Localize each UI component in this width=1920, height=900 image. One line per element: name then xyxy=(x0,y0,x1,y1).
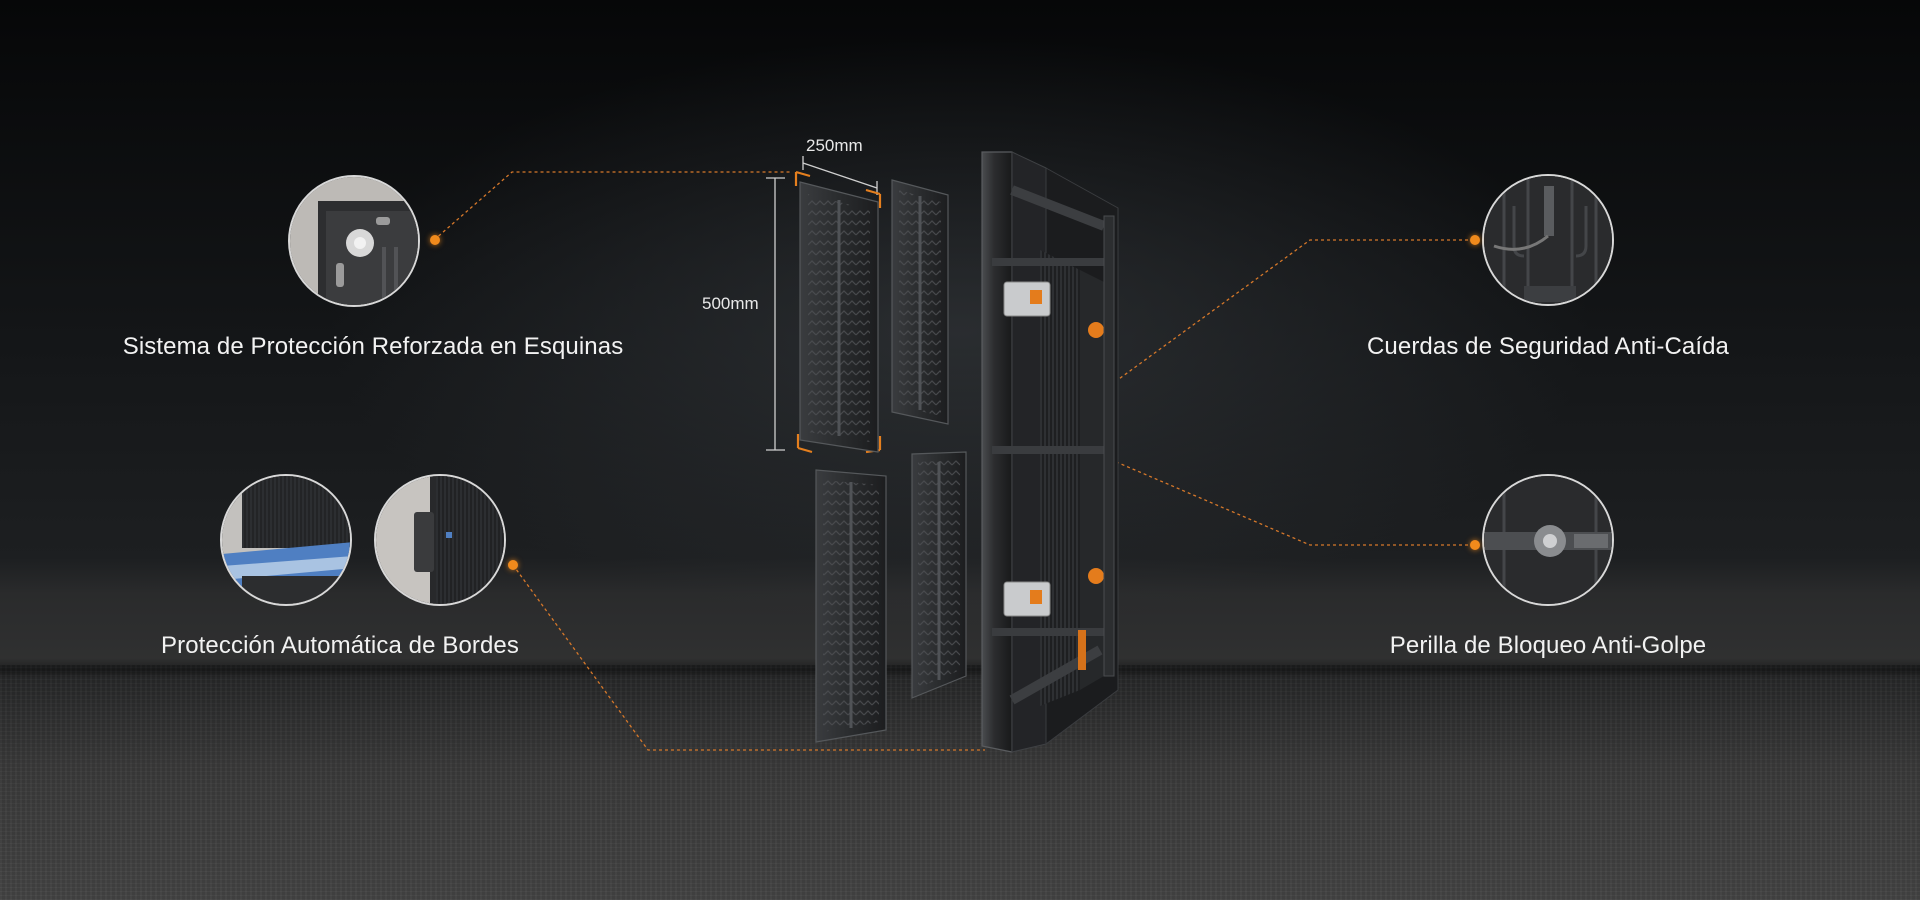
corner-detail-thumbnail xyxy=(288,175,420,307)
callout-dot-rope xyxy=(1470,235,1480,245)
feature-lock-knob: Perilla de Bloqueo Anti-Golpe xyxy=(1389,632,1707,659)
edge-detail-thumbnail-left xyxy=(220,474,352,606)
feature-corner-protection: Sistema de Protección Reforzada en Esqui… xyxy=(122,333,624,360)
corner-brackets xyxy=(794,170,882,454)
dimension-lines xyxy=(766,156,878,451)
edge-detail-thumbnail-right xyxy=(374,474,506,606)
feature-safety-ropes: Cuerdas de Seguridad Anti-Caída xyxy=(1367,333,1729,360)
cabinet-frame xyxy=(981,151,1119,753)
floor xyxy=(0,665,1920,900)
callout-dot-knob xyxy=(1470,540,1480,550)
rope-detail-thumbnail xyxy=(1482,174,1614,306)
lock-knob-thumbnail xyxy=(1482,474,1614,606)
led-modules xyxy=(799,179,967,743)
callout-dot-edge xyxy=(508,560,518,570)
callout-dot-corner xyxy=(430,235,440,245)
width-dimension-label: 250mm xyxy=(806,136,863,155)
callout-lines xyxy=(433,171,1474,751)
feature-auto-edge-protection: Protección Automática de Bordes xyxy=(161,632,519,659)
height-dimension-label: 500mm xyxy=(702,294,759,313)
